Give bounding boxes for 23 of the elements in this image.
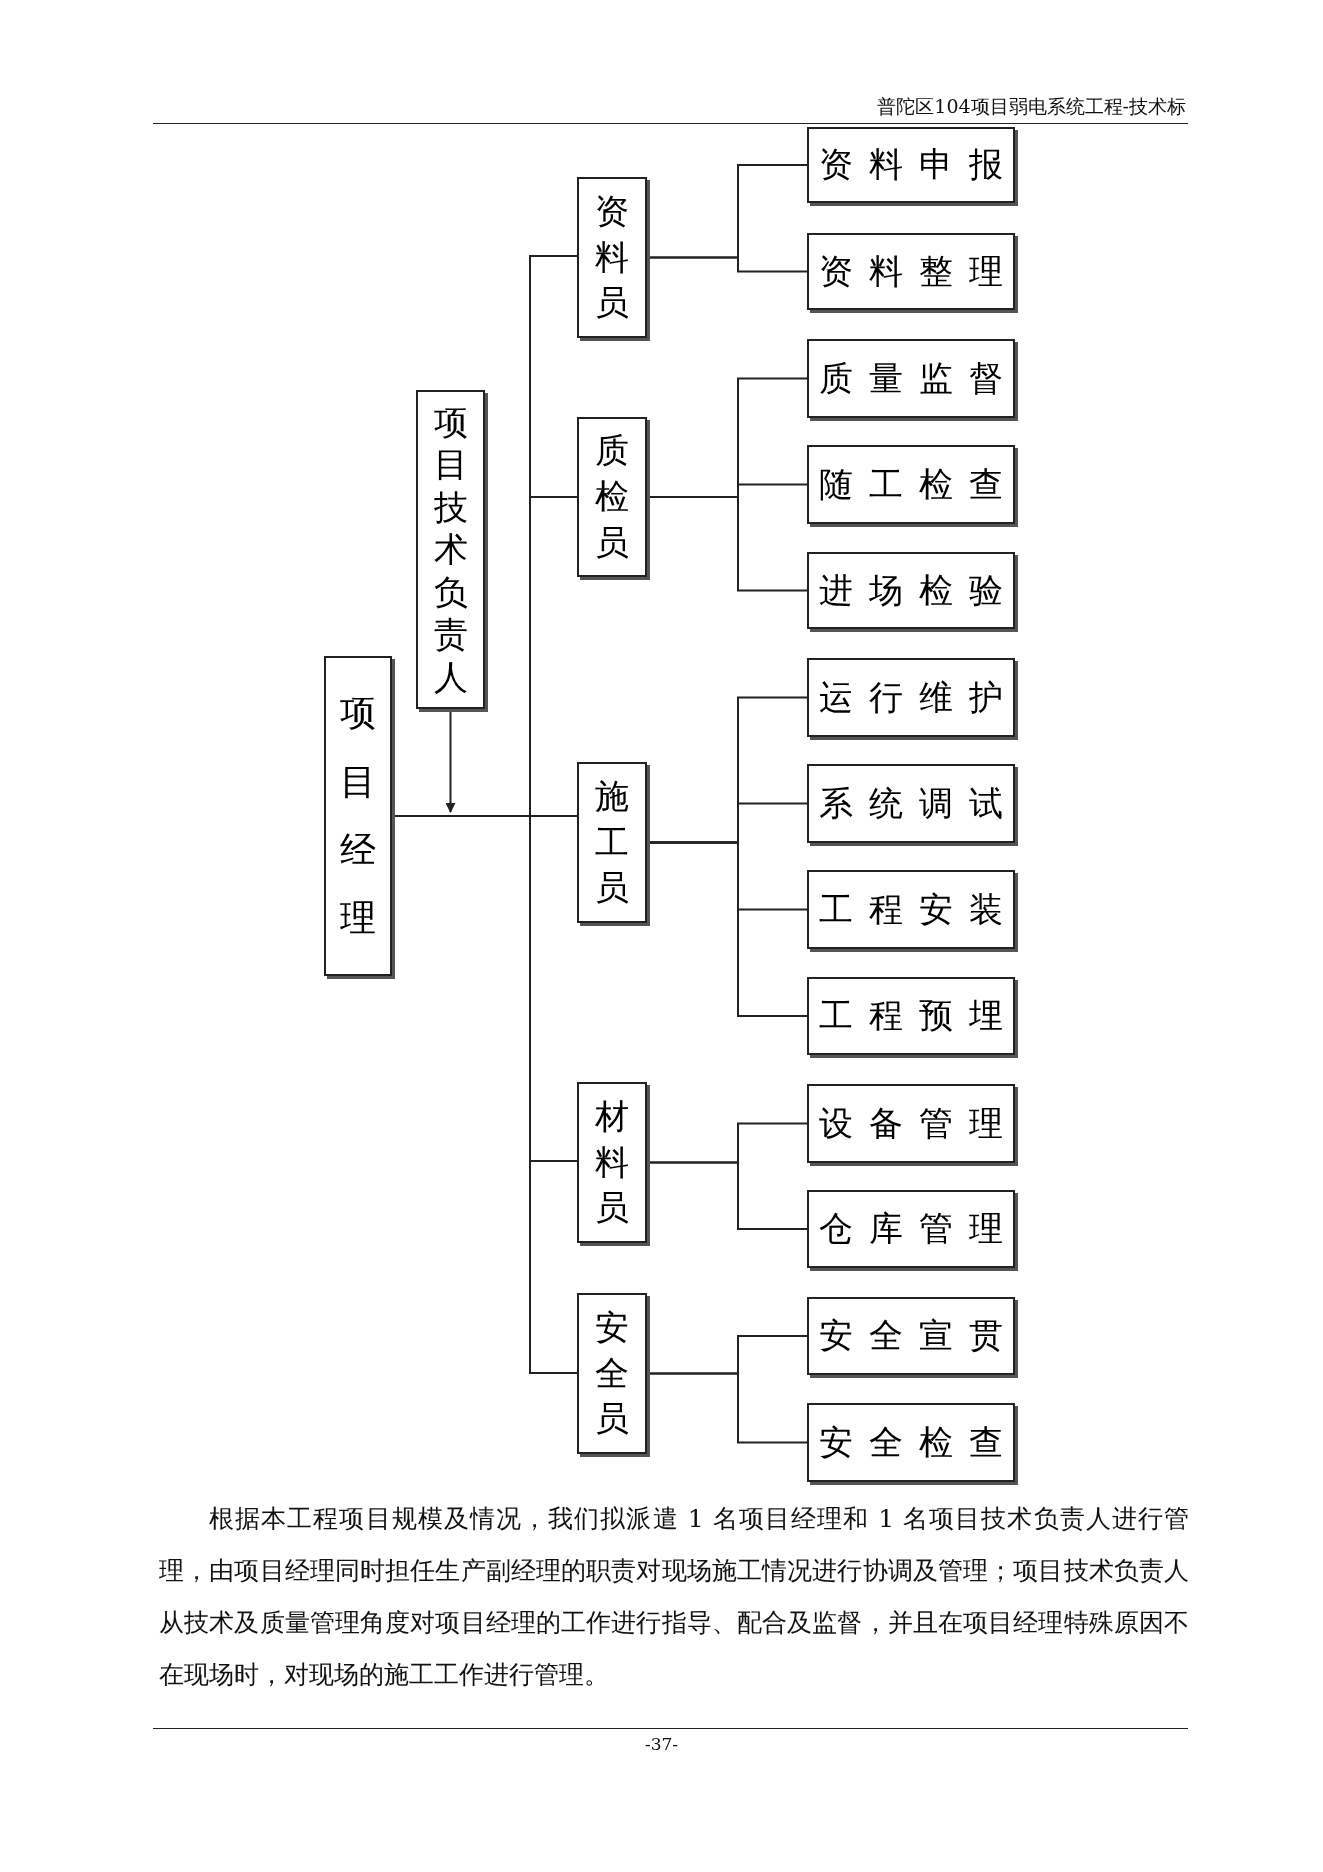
role-box: 材料员: [577, 1082, 647, 1243]
task-box: 设备管理: [807, 1084, 1015, 1163]
page-header: 普陀区104项目弱电系统工程-技术标: [877, 94, 1186, 119]
task-box: 安全宣贯: [807, 1297, 1015, 1375]
role-box: 资料员: [577, 177, 647, 338]
task-box: 进场检验: [807, 552, 1015, 629]
task-box: 运行维护: [807, 658, 1015, 737]
task-box: 安全检查: [807, 1403, 1015, 1482]
body-paragraph: 根据本工程项目规模及情况，我们拟派遣 1 名项目经理和 1 名项目技术负责人进行管理，由项目经理同时担任生产副经理的职责对现场施工情况进行协调及管理；项目技术负责人从技术及质量管理角度对项目经理的工作进行指导、配合及监督，并且在项目经理特殊原因不在现场时，对现场的施工工作进行管理。: [159, 1503, 1189, 1691]
role-box: 安全员: [577, 1293, 647, 1454]
role-box: 施工员: [577, 762, 647, 923]
role-box: 质检员: [577, 417, 647, 577]
role-box: 项目技术负责人: [416, 390, 485, 709]
task-box: 资料整理: [807, 233, 1015, 310]
task-box: 系统调试: [807, 764, 1015, 843]
task-box: 质量监督: [807, 339, 1015, 418]
task-box: 工程安装: [807, 870, 1015, 949]
task-box: 仓库管理: [807, 1190, 1015, 1268]
task-box: 随工检查: [807, 445, 1015, 524]
task-box: 资料申报: [807, 127, 1015, 203]
page-number: -37-: [643, 1734, 680, 1754]
role-box: 项目经理: [324, 656, 392, 976]
task-box: 工程预埋: [807, 977, 1015, 1055]
